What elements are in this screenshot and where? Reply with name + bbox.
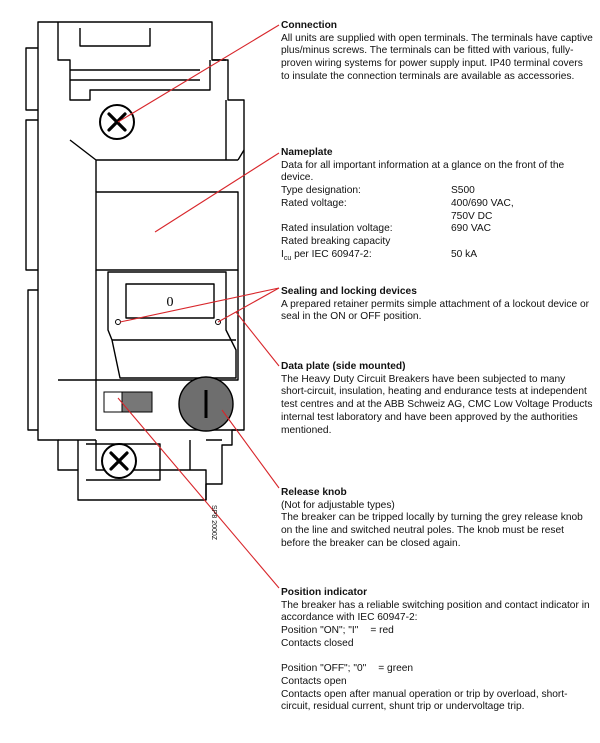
left-profile: [25, 47, 38, 431]
spec-value: 400/690 VAC,: [451, 197, 514, 209]
leader-position: [117, 397, 280, 589]
spec-value: 750V DC: [451, 210, 493, 222]
position-on-line: Position "ON"; "I" = red: [281, 625, 593, 638]
top-terminal: [57, 22, 211, 101]
off-color: = green: [378, 663, 414, 675]
leader-connection: [117, 24, 280, 123]
spec-label: Icu per IEC 60947-2:: [281, 249, 451, 266]
nameplate-spec-table: Type designation: S500 Rated voltage: 40…: [281, 185, 593, 265]
spec-label: Rated breaking capacity: [281, 235, 391, 247]
sealing-body: A prepared retainer permits simple attac…: [281, 298, 590, 323]
handle-mark: 0: [167, 295, 174, 310]
nameplate-body: Data for all important information at a …: [281, 159, 565, 184]
leader-nameplate: [154, 152, 280, 233]
spec-value: S500: [451, 185, 475, 197]
release-body: The breaker can be tripped locally by tu…: [281, 512, 583, 549]
spec-label: Type designation:: [281, 185, 361, 197]
position-title: Position indicator: [281, 587, 368, 598]
drawing-reference: SP8 2000Z: [210, 505, 217, 541]
spec-label: Rated insulation voltage:: [281, 223, 393, 235]
release-section: Release knob (Not for adjustable types) …: [281, 487, 593, 551]
spec-value: 690 VAC: [451, 223, 492, 235]
position-body: The breaker has a reliable switching pos…: [281, 599, 590, 624]
position-off-state: Contacts open: [281, 675, 347, 687]
dataplate-title: Data plate (side mounted): [281, 361, 406, 372]
spec-label: [281, 211, 451, 224]
position-indicator: [121, 391, 153, 413]
icu-subscript: cu: [283, 254, 292, 262]
leader-sealing-2: [217, 287, 280, 323]
dataplate-body: The Heavy Duty Circuit Breakers have bee…: [281, 373, 593, 436]
on-color: = red: [370, 625, 394, 637]
position-trip-note: Contacts open after manual operation or …: [281, 688, 568, 713]
leader-dataplate: [235, 311, 280, 367]
release-title: Release knob: [281, 487, 347, 498]
nameplate-section: Nameplate Data for all important informa…: [281, 147, 593, 265]
spec-label: Rated voltage:: [281, 197, 347, 209]
sealing-title: Sealing and locking devices: [281, 286, 417, 297]
on-label: Position "ON"; "I": [281, 625, 359, 637]
sealing-section: Sealing and locking devices A prepared r…: [281, 286, 593, 324]
position-off-line: Position "OFF"; "0" = green: [281, 663, 593, 676]
off-label: Position "OFF"; "0": [281, 663, 367, 675]
nameplate-title: Nameplate: [281, 147, 333, 158]
seal-hole-left: [115, 319, 121, 325]
position-section: Position indicator The breaker has a rel…: [281, 587, 593, 714]
handle-window: [125, 283, 215, 319]
spec-value: [451, 236, 593, 249]
release-subtitle: (Not for adjustable types): [281, 499, 395, 511]
connection-title: Connection: [281, 20, 338, 31]
leader-release: [221, 409, 280, 489]
switch-handle-frame: [95, 270, 239, 381]
spec-value: 50 kA: [451, 248, 478, 260]
switch-handle: [107, 271, 237, 379]
icu-label: per IEC 60947-2:: [294, 248, 372, 260]
connection-section: Connection All units are supplied with o…: [281, 20, 593, 84]
connection-body: All units are supplied with open termina…: [281, 32, 593, 82]
position-on-state: Contacts closed: [281, 637, 354, 649]
icu-symbol: I: [281, 248, 284, 260]
leader-sealing-1: [119, 287, 280, 323]
dataplate-section: Data plate (side mounted) The Heavy Duty…: [281, 361, 593, 437]
